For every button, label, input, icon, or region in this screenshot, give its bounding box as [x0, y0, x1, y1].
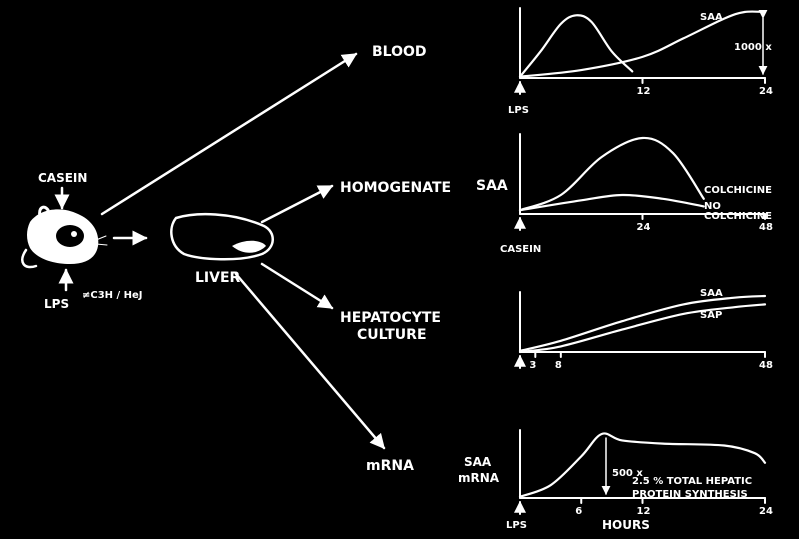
annotation: NO [704, 201, 721, 212]
series-line [518, 10, 767, 78]
homogenate-label: HOMOGENATE [340, 180, 451, 196]
casein-label: CASEIN [38, 171, 87, 185]
series-line [518, 294, 767, 352]
x-start-label: LPS [508, 105, 529, 116]
y-axis-label: SAA [476, 178, 508, 194]
liver-to-mrna-arrow [234, 272, 386, 450]
x-start-label: CASEIN [500, 244, 541, 255]
x-axis-label: HOURS [602, 518, 650, 532]
annotation: COLCHICINE [704, 211, 772, 222]
mouse-icon [21, 205, 108, 269]
series-line [518, 136, 705, 212]
x-tick-label: 12 [637, 506, 651, 517]
lps-label: LPS [44, 297, 69, 311]
series-line [518, 193, 705, 212]
liver-label: LIVER [195, 270, 241, 286]
chart-hepatocyte-culture: 3 8 48 SAA SAP [514, 288, 773, 371]
liver-to-homogenate-arrow [260, 184, 334, 224]
y-axis-label-line1: SAA [464, 455, 492, 469]
mouse-to-blood-arrow [100, 52, 358, 216]
series-label: SAP [700, 310, 722, 321]
series-line [518, 432, 767, 498]
annotation: PROTEIN SYNTHESIS [632, 489, 748, 500]
series-line [518, 303, 767, 354]
x-start-label: LPS [506, 520, 527, 531]
hepatocyte-label: HEPATOCYTE [340, 310, 441, 326]
x-tick-label: 24 [637, 222, 651, 233]
liver-to-hepatocyte-arrow [260, 262, 334, 310]
culture-label: CULTURE [357, 327, 427, 343]
y-axis-label-line2: mRNA [458, 471, 500, 485]
annotation: 1000 x [734, 42, 772, 53]
x-tick-label: 8 [555, 360, 562, 371]
x-tick-label: 3 [529, 360, 536, 371]
x-tick-label: 48 [759, 360, 773, 371]
series-label: SAA [700, 288, 723, 299]
annotation: COLCHICINE [704, 185, 772, 196]
strain-label: ≠C3H / HeJ [82, 290, 143, 301]
x-tick-label: 6 [575, 506, 582, 517]
series-line [518, 14, 634, 78]
x-tick-label: 48 [759, 222, 773, 233]
annotation: SAA [700, 12, 723, 23]
x-tick-label: 24 [759, 506, 773, 517]
mrna-label: mRNA [366, 458, 414, 474]
liver-icon [170, 212, 274, 261]
annotation: 2.5 % TOTAL HEPATIC [632, 476, 752, 487]
annotation: 500 x [612, 468, 643, 479]
blood-label: BLOOD [372, 44, 427, 60]
x-tick-label: 24 [759, 86, 773, 97]
x-tick-label: 12 [637, 86, 651, 97]
